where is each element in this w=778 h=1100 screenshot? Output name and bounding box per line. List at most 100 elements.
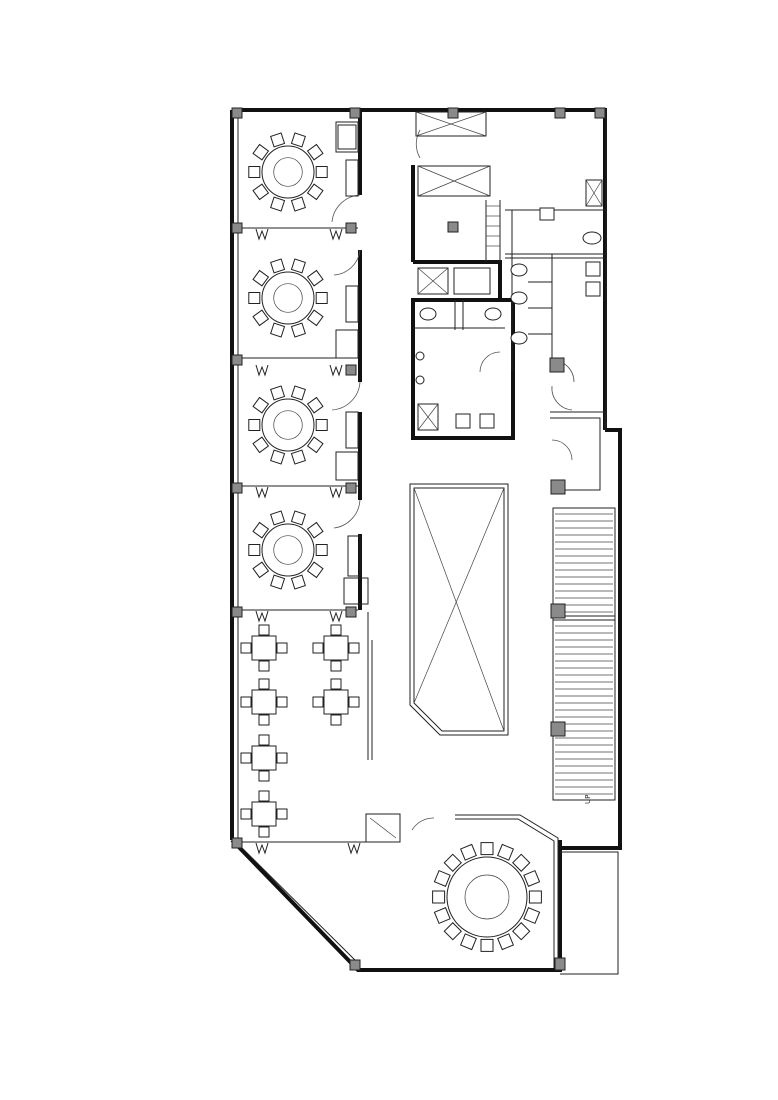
chair	[276, 808, 288, 820]
window-break-mark	[329, 228, 343, 241]
chair	[433, 907, 451, 925]
chair	[290, 449, 306, 465]
sideboards	[335, 121, 369, 605]
window-break-mark	[255, 610, 269, 623]
chair	[480, 842, 494, 856]
chair	[306, 561, 324, 579]
service-core	[411, 111, 515, 440]
staircase	[552, 507, 616, 801]
lazy-susan	[464, 874, 510, 920]
chair	[276, 696, 288, 708]
chair	[276, 642, 288, 654]
round-tables	[248, 132, 328, 590]
vip-room-walls	[365, 813, 559, 968]
chair	[306, 396, 324, 414]
chair	[306, 309, 324, 327]
chair	[330, 678, 342, 690]
window-break-mark	[255, 486, 269, 499]
chair	[433, 869, 451, 887]
chair	[523, 869, 541, 887]
chair	[512, 922, 531, 941]
chair	[248, 544, 261, 556]
room-doors	[331, 129, 435, 831]
chair	[252, 143, 270, 161]
table-top	[251, 745, 277, 771]
chair	[270, 449, 286, 465]
chair	[252, 183, 270, 201]
chair	[252, 309, 270, 327]
table-top	[251, 635, 277, 661]
chair	[523, 907, 541, 925]
round-table-set	[432, 842, 542, 952]
structural-columns	[231, 107, 606, 971]
chair	[306, 269, 324, 287]
lazy-susan	[273, 157, 303, 187]
chair	[258, 734, 270, 746]
window-break-mark	[255, 842, 269, 855]
window-break-mark	[255, 364, 269, 377]
chair	[240, 808, 252, 820]
chair	[258, 624, 270, 636]
chair	[480, 938, 494, 952]
chair	[443, 853, 462, 872]
round-table-set	[248, 132, 328, 212]
chair	[312, 696, 324, 708]
chair	[290, 258, 306, 274]
chair	[306, 436, 324, 454]
table-top	[261, 398, 315, 452]
chair	[270, 574, 286, 590]
chair	[258, 660, 270, 672]
chair	[248, 166, 261, 178]
square-table-set	[240, 790, 288, 838]
chair	[348, 696, 360, 708]
chair	[270, 258, 286, 274]
square-table-set	[312, 624, 360, 672]
lazy-susan	[273, 410, 303, 440]
lazy-susan	[273, 283, 303, 313]
window-break-mark	[329, 486, 343, 499]
window-break-mark	[329, 610, 343, 623]
table-top	[251, 689, 277, 715]
chair	[252, 521, 270, 539]
chair	[290, 510, 306, 526]
private-room-partitions	[238, 110, 373, 843]
atrium-void	[409, 483, 509, 736]
chair	[270, 510, 286, 526]
lazy-susan	[273, 535, 303, 565]
chair	[315, 292, 328, 304]
chair	[270, 132, 286, 148]
chair	[290, 322, 306, 338]
chair	[270, 385, 286, 401]
chair	[258, 714, 270, 726]
chair	[276, 752, 288, 764]
window-marks	[255, 228, 361, 855]
chair	[306, 521, 324, 539]
round-table-set	[248, 510, 328, 590]
chair	[290, 574, 306, 590]
square-table-set	[240, 734, 288, 782]
chair	[290, 385, 306, 401]
square-table-set	[240, 624, 288, 672]
chair	[315, 544, 328, 556]
chair	[258, 770, 270, 782]
stair-up-label: UP	[584, 795, 592, 804]
chair	[270, 322, 286, 338]
chair	[248, 292, 261, 304]
chair	[290, 196, 306, 212]
square-tables	[240, 624, 360, 838]
chair	[312, 642, 324, 654]
chair	[330, 660, 342, 672]
chair	[497, 933, 515, 951]
chair	[252, 269, 270, 287]
table-top	[261, 145, 315, 199]
chair	[252, 436, 270, 454]
chair	[528, 890, 542, 904]
chair	[459, 933, 477, 951]
chair	[258, 678, 270, 690]
chair	[248, 419, 261, 431]
chair	[240, 642, 252, 654]
chair	[443, 922, 462, 941]
chair	[330, 624, 342, 636]
window-break-mark	[347, 842, 361, 855]
